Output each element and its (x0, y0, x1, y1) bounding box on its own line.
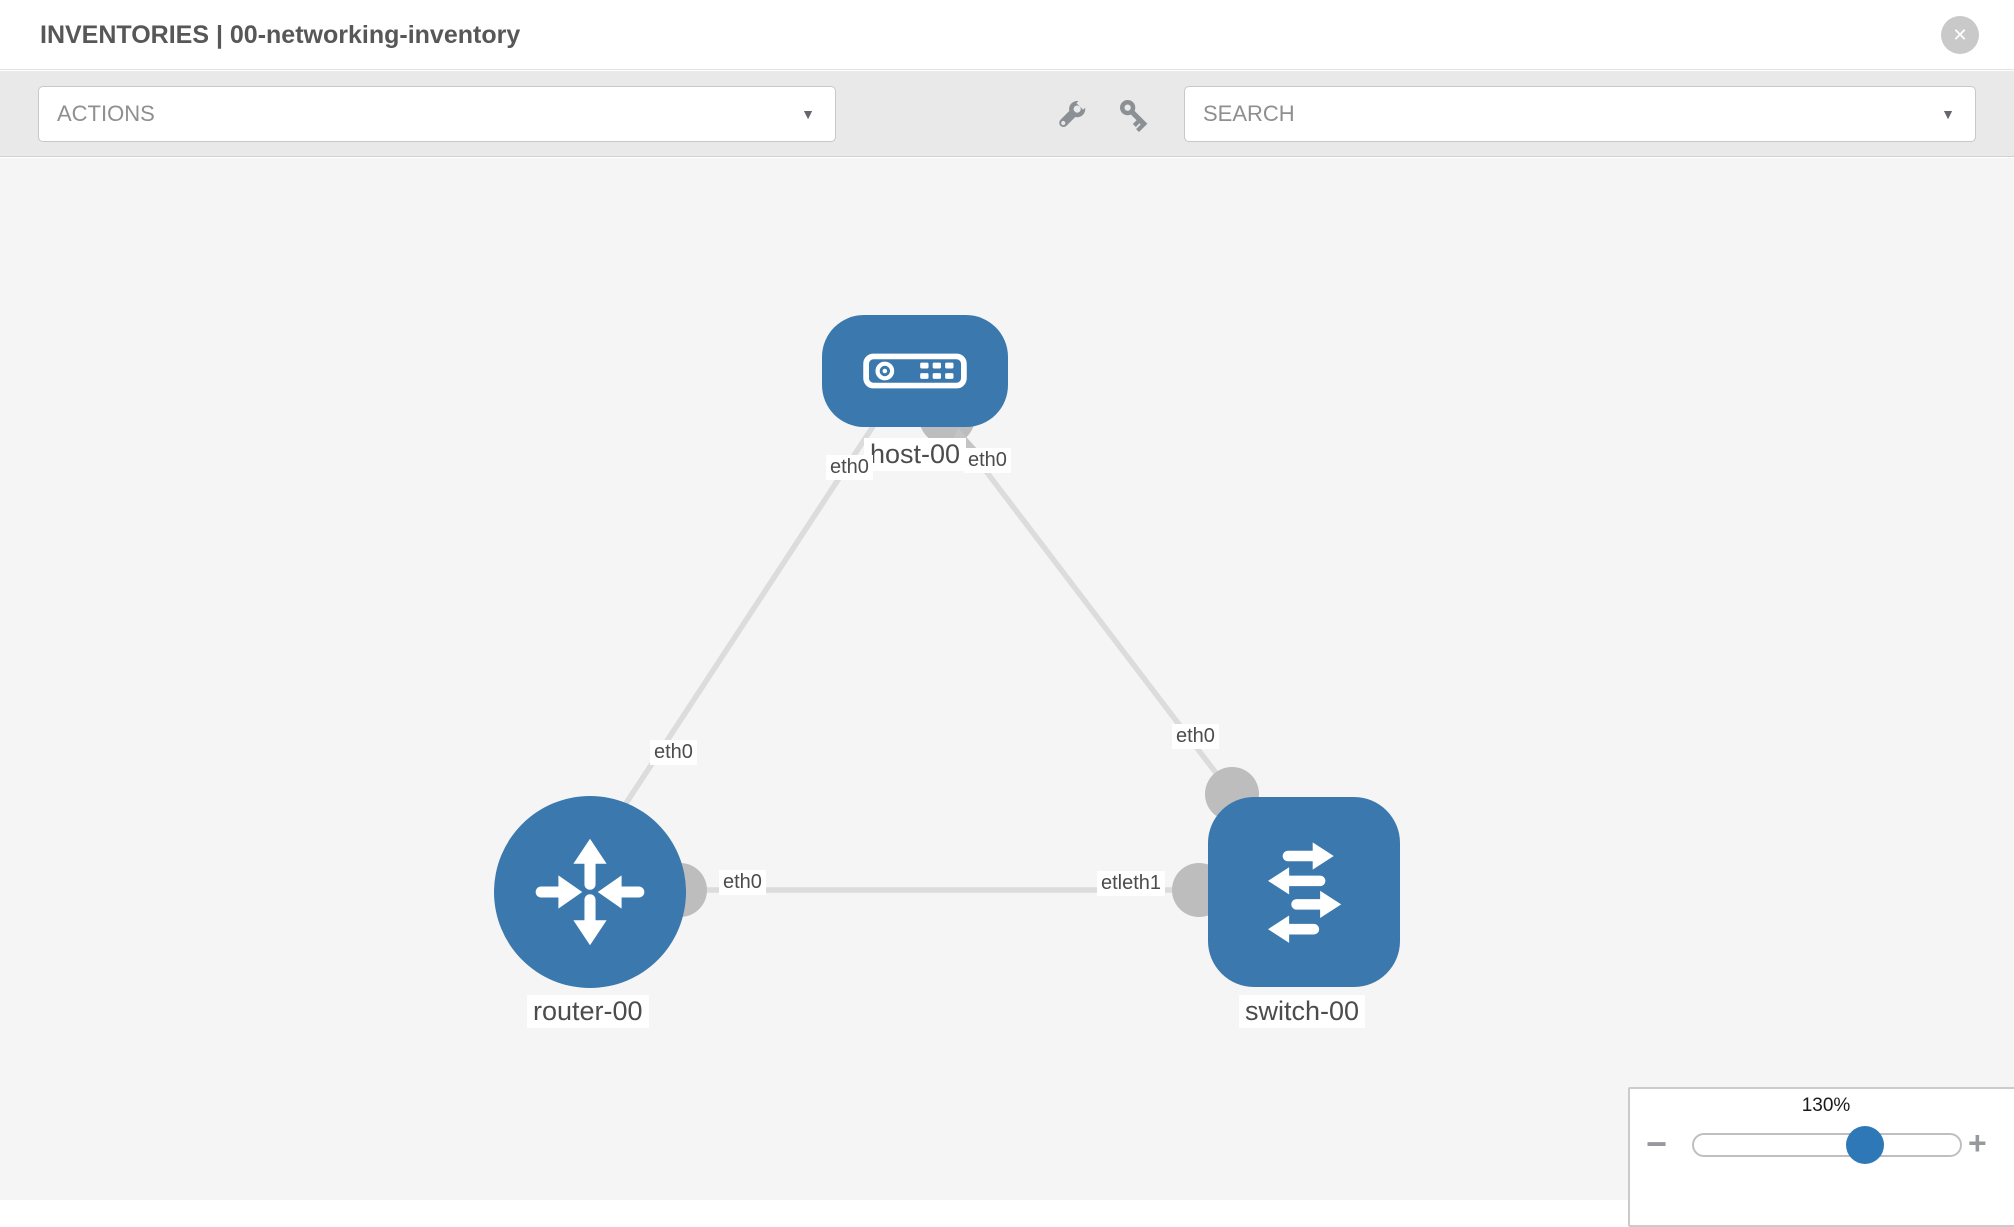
node-label-host-00: host-00 (864, 438, 967, 471)
topology-canvas[interactable] (0, 158, 2014, 1200)
actions-dropdown[interactable]: ACTIONS ▼ (38, 86, 836, 142)
interface-label-host-eth0-right: eth0 (964, 448, 1011, 473)
node-host-00[interactable] (822, 315, 1008, 427)
actions-dropdown-label: ACTIONS (57, 101, 155, 126)
switch-icon (1268, 842, 1342, 943)
chevron-down-icon: ▼ (801, 106, 815, 122)
toolbar: ACTIONS ▼ SEARCH ▼ (0, 71, 2014, 157)
interface-label-router-eth0-link: eth0 (719, 870, 766, 895)
credentials-button[interactable] (1112, 92, 1156, 136)
interface-label-switch-eth0: eth0 (1172, 724, 1219, 749)
interface-label-switch-eth1: etleth1 (1097, 871, 1166, 896)
page-title: INVENTORIES | 00-networking-inventory (40, 21, 521, 49)
panel-header: INVENTORIES | 00-networking-inventory ✕ (0, 0, 2014, 70)
zoom-out-button[interactable]: − (1646, 1123, 1668, 1164)
router-icon (535, 838, 645, 946)
key-icon (1119, 99, 1148, 133)
search-dropdown[interactable]: SEARCH ▼ (1184, 86, 1976, 142)
close-icon: ✕ (1952, 25, 1968, 45)
node-label-router-00: router-00 (527, 995, 649, 1028)
zoom-level-value: 130% (1801, 1095, 1851, 1116)
zoom-slider-handle[interactable] (1846, 1126, 1884, 1164)
close-button[interactable]: ✕ (1941, 16, 1979, 54)
search-dropdown-label: SEARCH (1203, 101, 1295, 126)
host-icon (863, 353, 967, 389)
zoom-in-button[interactable]: + (1968, 1125, 1987, 1161)
interface-label-router-eth0: eth0 (650, 740, 697, 765)
zoom-control-panel: 130% − + (1628, 1087, 2014, 1227)
node-label-switch-00: switch-00 (1239, 995, 1366, 1028)
node-switch-00[interactable] (1208, 797, 1400, 987)
chevron-down-icon: ▼ (1941, 106, 1955, 122)
interface-label-host-eth0: eth0 (826, 455, 873, 480)
node-router-00[interactable] (494, 796, 686, 988)
configure-button[interactable] (1048, 92, 1092, 136)
zoom-slider-track[interactable] (1692, 1133, 1962, 1157)
wrench-icon (1059, 96, 1090, 128)
